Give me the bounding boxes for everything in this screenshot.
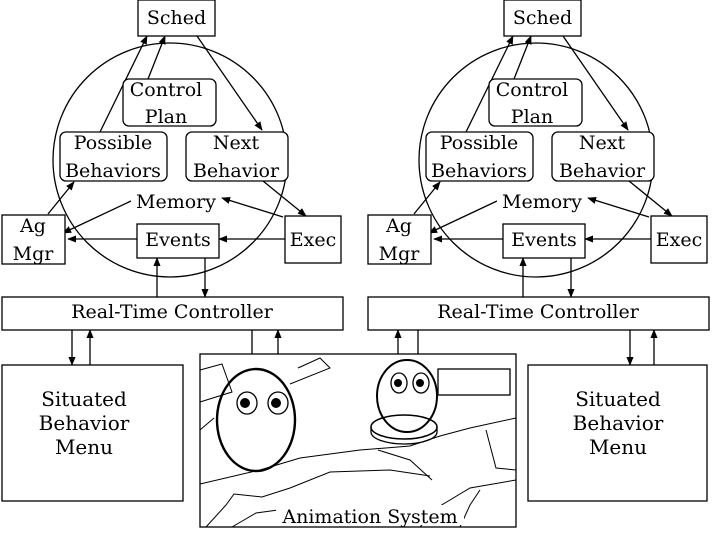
possible-behaviors-label-line1: Possible xyxy=(74,132,153,154)
possible-behaviors-label-line2: Behaviors xyxy=(65,160,161,182)
next-behavior-label-line2: Behavior xyxy=(559,160,646,182)
next-behavior-label-line1: Next xyxy=(213,132,260,154)
real-time-controller-box xyxy=(1,296,344,331)
next-behavior-label-line2: Behavior xyxy=(193,160,280,182)
possible-behaviors-label-line1: Possible xyxy=(440,132,519,154)
events-label: Events xyxy=(511,229,576,251)
ag-mgr-box xyxy=(367,214,432,265)
possible-behaviors-box xyxy=(59,131,168,182)
events-box xyxy=(136,223,220,259)
next-behavior-box xyxy=(551,131,655,182)
exec-label: Exec xyxy=(290,229,336,251)
exec-box xyxy=(650,215,708,264)
control-plan-label-line2: Plan xyxy=(145,106,187,128)
ag-mgr-label-line1: Ag xyxy=(19,215,46,237)
situated-behavior-menu-box xyxy=(527,364,708,502)
situated-behavior-menu-line3: Menu xyxy=(55,435,113,459)
situated-behavior-menu-line2: Behavior xyxy=(39,411,130,435)
right-agent: Sched Control Plan Possible Behaviors Ne… xyxy=(367,0,710,502)
real-time-controller-label: Real-Time Controller xyxy=(71,301,274,323)
memory-label: Memory xyxy=(136,191,216,213)
situated-behavior-menu-line3: Menu xyxy=(589,435,647,459)
memory-label: Memory xyxy=(502,191,582,213)
events-box xyxy=(502,223,586,259)
animation-system: Animation System xyxy=(199,353,517,528)
next-behavior-label-line1: Next xyxy=(579,132,626,154)
sched-label: Sched xyxy=(147,7,206,29)
real-time-controller-box xyxy=(367,296,710,331)
left-agent: Sched Control Plan Possible Behaviors Ne… xyxy=(1,0,344,502)
exec-label: Exec xyxy=(656,229,702,251)
real-time-controller-label: Real-Time Controller xyxy=(437,301,640,323)
control-plan-label-line1: Control xyxy=(130,79,202,101)
control-plan-label-line2: Plan xyxy=(511,106,553,128)
animation-system-label: Animation System xyxy=(281,506,457,528)
control-plan-box xyxy=(122,78,217,127)
events-label: Events xyxy=(145,229,210,251)
control-plan-label-line1: Control xyxy=(496,79,568,101)
ag-mgr-label-line2: Mgr xyxy=(379,243,421,265)
situated-behavior-menu-line2: Behavior xyxy=(573,411,664,435)
possible-behaviors-box xyxy=(425,131,534,182)
ag-mgr-label-line2: Mgr xyxy=(13,243,55,265)
sched-box xyxy=(137,0,216,37)
possible-behaviors-label-line2: Behaviors xyxy=(431,160,527,182)
situated-behavior-menu-box xyxy=(1,364,184,502)
ag-mgr-box xyxy=(1,214,66,265)
exec-box xyxy=(284,215,342,264)
sched-box xyxy=(503,0,582,37)
speech-box xyxy=(437,368,511,396)
situated-behavior-menu-line1: Situated xyxy=(41,387,127,411)
sched-label: Sched xyxy=(513,7,572,29)
right-creature xyxy=(370,359,511,445)
next-behavior-box xyxy=(185,131,289,182)
situated-behavior-menu-line1: Situated xyxy=(575,387,661,411)
ag-mgr-label-line1: Ag xyxy=(385,215,412,237)
control-plan-box xyxy=(488,78,583,127)
left-creature xyxy=(215,367,297,473)
